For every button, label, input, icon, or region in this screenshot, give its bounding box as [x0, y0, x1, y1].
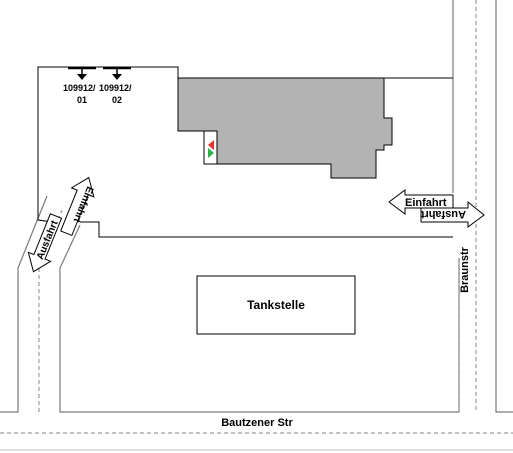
meter-2-id-line2: 02 [112, 95, 122, 105]
right-entry-label: Einfahrt [405, 197, 447, 209]
meter-symbols [68, 66, 131, 80]
left-exit-label: Ausfahrt [35, 218, 61, 261]
property-boundary-lower [80, 221, 453, 238]
utility-box [203, 130, 218, 165]
right-access-arrows: Einfahrt Ausfahrt [388, 189, 485, 228]
tankstelle-box [196, 275, 356, 335]
meter-1-id-line2: 01 [77, 95, 87, 105]
south-road-edge-left [0, 195, 48, 413]
east-road-edge-right [495, 0, 513, 413]
tankstelle-label: Tankstelle [247, 298, 305, 312]
left-entry-arrow [60, 176, 95, 237]
right-exit-arrow [420, 200, 485, 228]
red-arrow-icon [208, 140, 214, 150]
right-exit-label: Ausfahrt [420, 208, 466, 220]
street-east-label: Braunstr [459, 246, 471, 293]
street-south-label: Bautzener Str [221, 417, 293, 429]
meter-2-id-line1: 109912/ [99, 83, 132, 93]
left-exit-arrow [27, 213, 63, 273]
green-arrow-icon [208, 148, 214, 158]
meter-1-id-line1: 109912/ [63, 83, 96, 93]
